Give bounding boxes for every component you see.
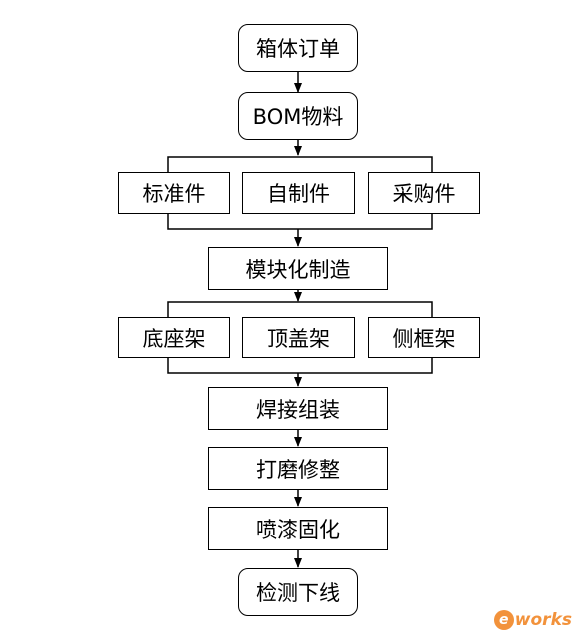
node-modular-manufacturing: 模块化制造 bbox=[208, 247, 388, 290]
node-standard-parts: 标准件 bbox=[118, 172, 230, 214]
eworks-logo-icon: e bbox=[493, 610, 514, 630]
watermark-text: works bbox=[514, 610, 572, 630]
node-grinding-trimming: 打磨修整 bbox=[208, 447, 388, 490]
node-purchased-parts: 采购件 bbox=[368, 172, 480, 214]
node-bom: BOM物料 bbox=[238, 92, 358, 140]
node-side-frame: 侧框架 bbox=[368, 317, 480, 358]
bracket-parts-bottom bbox=[167, 214, 433, 230]
bracket-frames-top bbox=[167, 301, 433, 317]
node-order: 箱体订单 bbox=[238, 24, 358, 72]
node-painting-curing: 喷漆固化 bbox=[208, 507, 388, 550]
eworks-watermark: e works bbox=[493, 610, 572, 630]
node-inspection-offline: 检测下线 bbox=[238, 568, 358, 616]
bracket-frames-bottom bbox=[167, 358, 433, 374]
node-base-frame: 底座架 bbox=[118, 317, 230, 358]
node-top-cover-frame: 顶盖架 bbox=[242, 317, 355, 358]
node-welding-assembly: 焊接组装 bbox=[208, 387, 388, 430]
bracket-parts-top bbox=[167, 156, 433, 172]
node-self-made-parts: 自制件 bbox=[242, 172, 355, 214]
